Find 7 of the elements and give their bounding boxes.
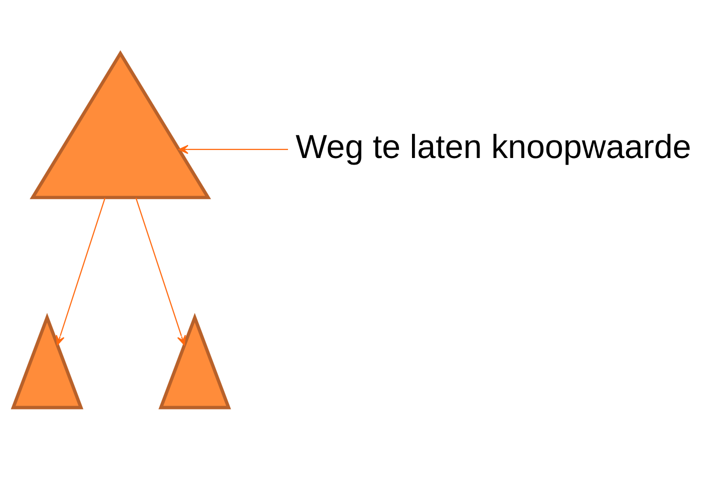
node-triangle — [10, 312, 84, 410]
arrow — [178, 144, 288, 154]
arrow — [56, 198, 106, 346]
arrow — [135, 198, 186, 346]
node-triangle — [30, 50, 212, 200]
node-text: Weg te laten knoopwaarde — [296, 128, 692, 166]
node-triangle — [158, 312, 232, 410]
